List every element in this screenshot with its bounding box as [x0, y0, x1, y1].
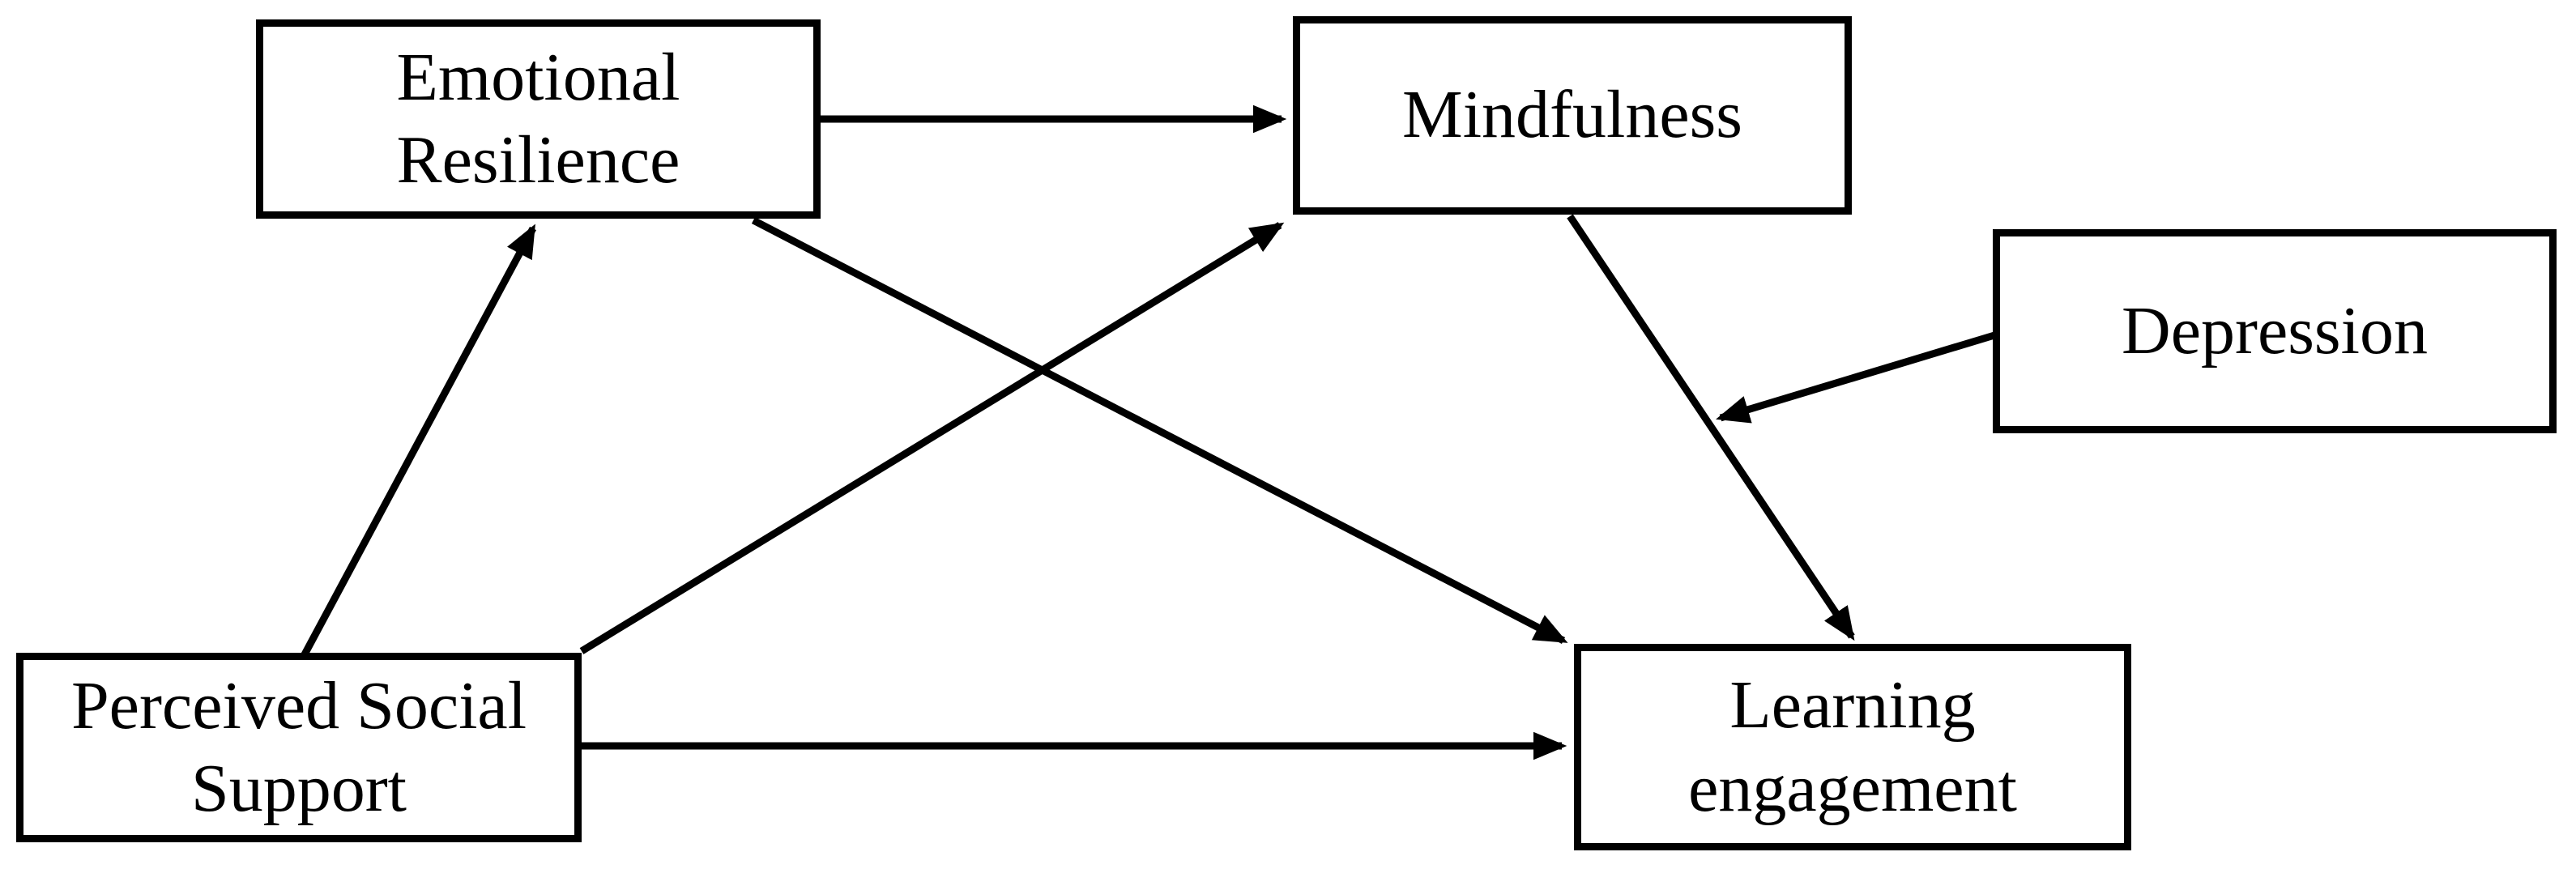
edge-mindfulness-to-le-arrow — [1567, 214, 1855, 641]
node-mindfulness: Mindfulness — [1293, 16, 1852, 215]
edge-pss-to-er-arrow — [301, 224, 536, 657]
node-learning-engagement-label: Learning engagement — [1688, 667, 2017, 826]
node-emotional-resilience-label: Emotional Resilience — [396, 39, 680, 198]
node-depression: Depression — [1993, 229, 2557, 433]
node-emotional-resilience: Emotional Resilience — [256, 19, 821, 219]
edge-depression-to-path-arrow — [1716, 331, 1996, 424]
node-perceived-social-support-label: Perceived Social Support — [70, 667, 527, 826]
node-mindfulness-label: Mindfulness — [1402, 77, 1742, 153]
node-learning-engagement: Learning engagement — [1574, 644, 2131, 850]
node-depression-label: Depression — [2122, 292, 2428, 368]
node-perceived-social-support: Perceived Social Support — [16, 653, 582, 842]
edge-er-to-le-arrow — [751, 217, 1568, 644]
edge-pss-to-mindfulness-arrow — [579, 222, 1285, 654]
